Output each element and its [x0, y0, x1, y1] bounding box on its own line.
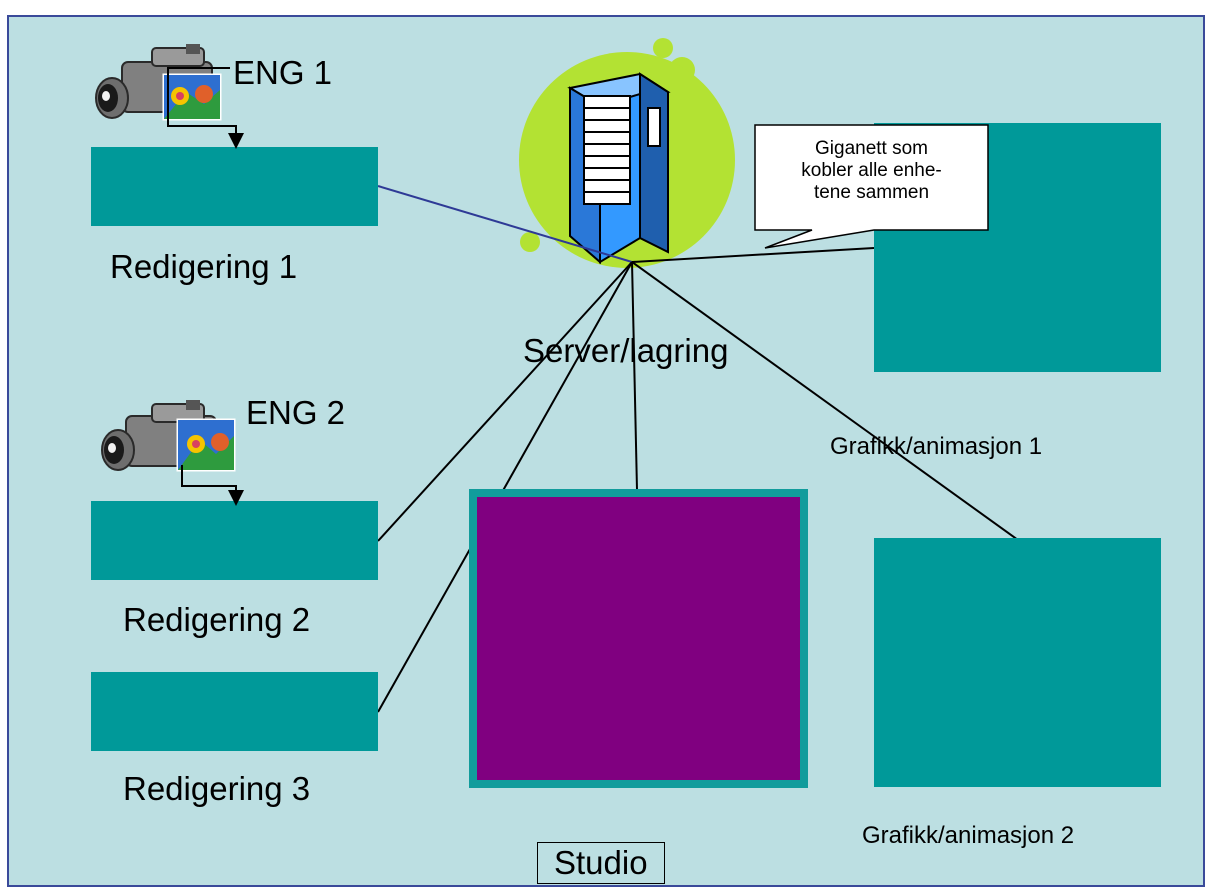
callout-line-1: Giganett som — [815, 138, 928, 159]
studio-label: Studio — [537, 842, 665, 884]
camera-feed-connector-1 — [167, 67, 244, 149]
grafikk-2-label: Grafikk/animasjon 2 — [862, 822, 1075, 849]
link-redigering-3 — [377, 261, 633, 713]
callout-line-2: kobler alle enhe- — [801, 160, 942, 181]
video-camera-icon — [95, 44, 222, 121]
grafikk-2-box — [874, 538, 1161, 787]
server-label: Server/lagring — [523, 332, 729, 369]
eng-2-label: ENG 2 — [246, 394, 346, 431]
eng-1-label: ENG 1 — [233, 54, 333, 91]
redigering-2-label: Redigering 2 — [123, 601, 311, 638]
video-camera-icon — [101, 400, 236, 472]
grafikk-1-label: Grafikk/animasjon 1 — [830, 433, 1043, 460]
redigering-2-box — [91, 501, 378, 580]
studio-box — [469, 489, 808, 788]
redigering-3-label: Redigering 3 — [123, 770, 311, 807]
network-links — [377, 185, 1019, 713]
redigering-1-label: Redigering 1 — [110, 248, 298, 285]
redigering-1-box — [91, 147, 378, 226]
callout-text: Giganett som kobler alle enhe- tene samm… — [755, 138, 988, 204]
server-tower-icon — [567, 72, 671, 265]
link-redigering-1 — [377, 185, 633, 263]
callout-bubble — [754, 124, 989, 249]
link-grafikk-2 — [631, 261, 1019, 541]
link-studio — [631, 261, 638, 491]
camera-feed-connector-2 — [181, 465, 244, 506]
callout-line-3: tene sammen — [813, 182, 930, 203]
link-redigering-2 — [377, 261, 633, 542]
redigering-3-box — [91, 672, 378, 751]
link-grafikk-1 — [631, 247, 875, 263]
